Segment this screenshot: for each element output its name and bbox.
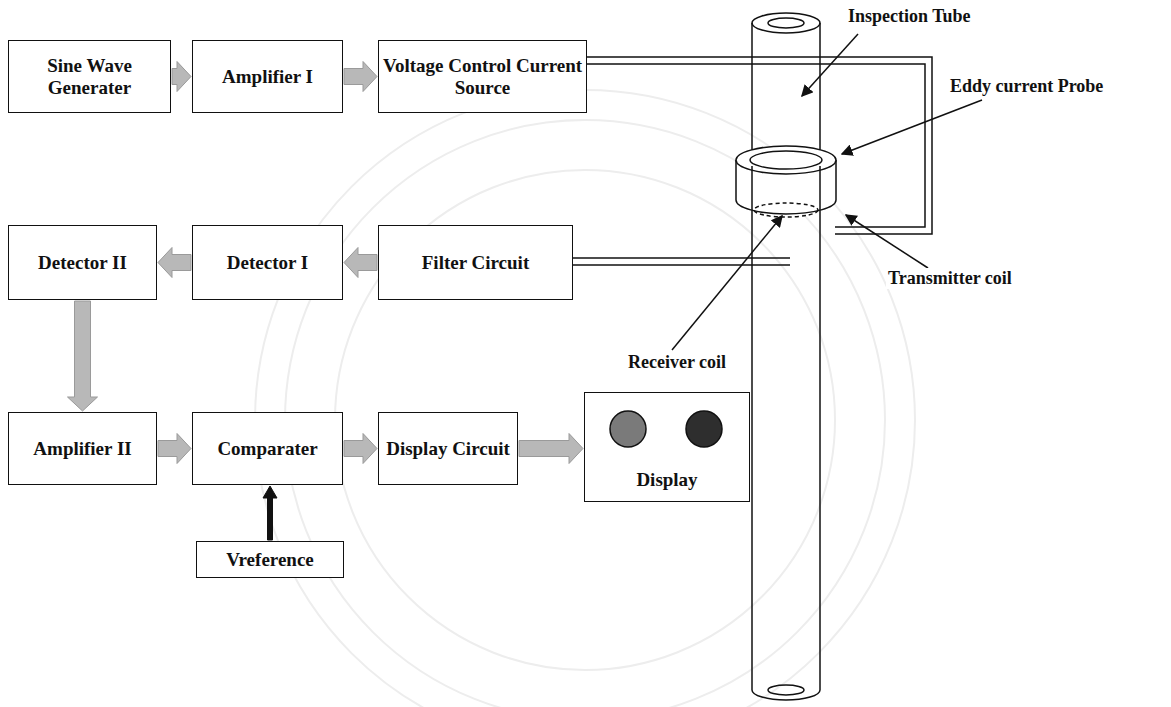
inspection-tube [752, 13, 820, 700]
box-label: Amplifier I [222, 66, 313, 88]
process-box: Amplifier I [192, 40, 343, 113]
process-box: Filter Circuit [378, 225, 573, 300]
part-label: Transmitter coil [886, 268, 1014, 289]
process-box: Sine Wave Generater [8, 40, 171, 113]
box-label: Detector II [38, 252, 127, 274]
signal-arrow [158, 434, 191, 464]
process-box: Amplifier II [8, 412, 157, 485]
signal-arrow [158, 248, 191, 278]
signal-arrow [172, 62, 191, 92]
signal-arrow [519, 434, 583, 464]
box-label: Display [636, 469, 697, 491]
part-label: Eddy current Probe [948, 76, 1105, 97]
process-box: Detector II [8, 225, 157, 300]
part-label: Receiver coil [626, 352, 728, 373]
process-box: Display Circuit [378, 412, 518, 485]
process-box: Voltage Control Current Source [378, 40, 587, 113]
box-label: Comparater [217, 438, 317, 460]
watermark-seal [255, 90, 915, 707]
leader-lines [672, 34, 982, 350]
signal-arrow [344, 434, 377, 464]
signal-arrow [68, 301, 98, 411]
box-label: Display Circuit [386, 438, 510, 460]
signal-arrow [344, 62, 377, 92]
box-label: Amplifier II [33, 438, 131, 460]
part-label: Inspection Tube [846, 6, 973, 27]
process-box: Detector I [192, 225, 343, 300]
eddy-current-probe [736, 146, 836, 217]
box-label: Voltage Control Current Source [379, 55, 586, 99]
box-label: Sine Wave Generater [9, 55, 170, 99]
box-label: Vreference [226, 549, 314, 571]
box-label: Filter Circuit [422, 252, 529, 274]
signal-arrow [344, 248, 377, 278]
process-box: Vreference [196, 541, 344, 578]
signal-arrow [263, 486, 277, 540]
coil-windings [754, 203, 818, 217]
process-box: Comparater [192, 412, 343, 485]
box-label: Detector I [227, 252, 308, 274]
display-panel: Display [584, 392, 750, 502]
